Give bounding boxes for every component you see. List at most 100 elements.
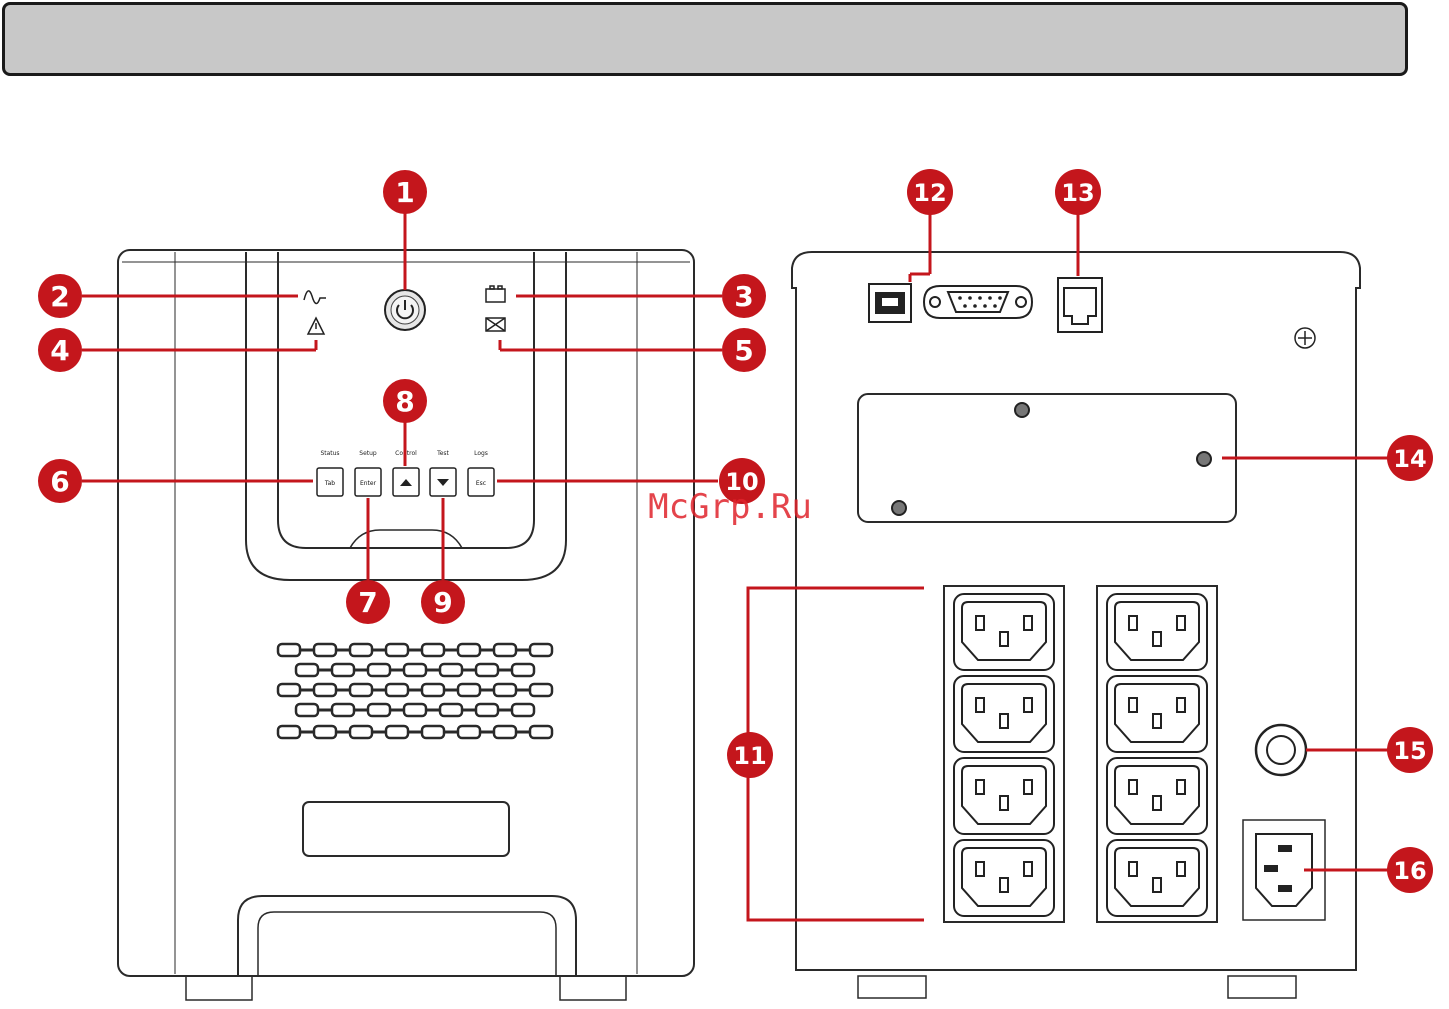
vent-slot — [458, 726, 480, 738]
callout-number-11: 11 — [733, 742, 766, 770]
vent-slot — [350, 726, 372, 738]
label-setup: Setup — [359, 450, 377, 457]
callout-number-8: 8 — [395, 385, 414, 418]
vent-slot — [368, 704, 390, 716]
callout-badge-13: 13 — [1055, 169, 1101, 215]
ground-screw — [1295, 328, 1315, 348]
vent-slot — [404, 704, 426, 716]
ac-wave-icon — [304, 291, 326, 304]
vent-slot — [440, 664, 462, 676]
callout-badge-5: 5 — [722, 328, 766, 372]
vent-slot — [404, 664, 426, 676]
vent-slot — [494, 684, 516, 696]
vent-slot — [350, 684, 372, 696]
vent-slot — [296, 664, 318, 676]
callout-badge-4: 4 — [38, 328, 82, 372]
vent-slot — [476, 664, 498, 676]
battery-fault-icon — [486, 318, 505, 331]
callout-badge-8: 8 — [383, 379, 427, 423]
vent-slot — [512, 704, 534, 716]
callout-badge-9: 9 — [421, 580, 465, 624]
vent-slot — [386, 684, 408, 696]
warning-icon — [308, 318, 324, 334]
vent-slot — [530, 684, 552, 696]
callout-badge-12: 12 — [907, 169, 953, 215]
power-button[interactable] — [385, 290, 425, 330]
esc-button-label: Esc — [476, 480, 486, 487]
vent-slot — [350, 644, 372, 656]
callout-number-12: 12 — [913, 179, 946, 207]
vent-slot — [476, 704, 498, 716]
vent-slot — [494, 726, 516, 738]
slot-screws — [892, 403, 1211, 515]
ac-input-socket[interactable] — [1256, 834, 1312, 906]
callout-number-16: 16 — [1393, 857, 1426, 885]
tab-button-label: Tab — [324, 480, 335, 487]
callout-badge-6: 6 — [38, 459, 82, 503]
callout-number-2: 2 — [50, 280, 69, 313]
callout-badge-3: 3 — [722, 274, 766, 318]
label-test: Test — [436, 450, 449, 457]
callout-badge-2: 2 — [38, 274, 82, 318]
vent-slot — [278, 684, 300, 696]
vent-slot — [314, 684, 336, 696]
ups-front-view — [118, 250, 694, 1000]
ac-outlet[interactable] — [1107, 594, 1207, 670]
callout-number-1: 1 — [395, 176, 414, 209]
label-logs: Logs — [474, 450, 488, 457]
callout-number-3: 3 — [734, 280, 753, 313]
vent-slot — [332, 664, 354, 676]
callout-badge-11: 11 — [727, 732, 773, 778]
vent-slot — [386, 726, 408, 738]
watermark: McGrp.Ru — [648, 487, 812, 527]
callout-number-9: 9 — [433, 586, 452, 619]
vent-slot — [458, 684, 480, 696]
callout-number-14: 14 — [1393, 445, 1426, 473]
vent-slot — [530, 726, 552, 738]
vent-slot — [278, 726, 300, 738]
output-outlets — [954, 594, 1207, 916]
ac-outlet[interactable] — [954, 758, 1054, 834]
vent-slot — [422, 726, 444, 738]
circuit-breaker[interactable] — [1256, 725, 1306, 775]
vent-grille — [278, 644, 552, 738]
vent-slot — [368, 664, 390, 676]
vent-slot — [314, 726, 336, 738]
vent-slot — [440, 704, 462, 716]
ac-outlet[interactable] — [1107, 840, 1207, 916]
label-status: Status — [320, 450, 339, 457]
vent-slot — [278, 644, 300, 656]
vent-slot — [314, 644, 336, 656]
ac-outlet[interactable] — [954, 594, 1054, 670]
callout-badge-14: 14 — [1387, 435, 1433, 481]
vent-slot — [296, 704, 318, 716]
ac-outlet[interactable] — [1107, 758, 1207, 834]
vent-slot — [530, 644, 552, 656]
callout-badge-16: 16 — [1387, 847, 1433, 893]
battery-icon — [486, 286, 505, 302]
ac-outlet[interactable] — [954, 840, 1054, 916]
usb-port[interactable] — [869, 284, 911, 322]
vent-slot — [386, 644, 408, 656]
callout-number-6: 6 — [50, 465, 69, 498]
callout-number-15: 15 — [1393, 737, 1426, 765]
callout-badge-7: 7 — [346, 580, 390, 624]
callout-number-4: 4 — [50, 334, 69, 367]
rs232-port[interactable] — [924, 286, 1032, 318]
vent-slot — [422, 644, 444, 656]
callout-number-13: 13 — [1061, 179, 1094, 207]
callout-number-7: 7 — [358, 586, 377, 619]
ac-outlet[interactable] — [954, 676, 1054, 752]
enter-button-label: Enter — [360, 480, 377, 487]
vent-slot — [512, 664, 534, 676]
callout-badge-15: 15 — [1387, 727, 1433, 773]
vent-slot — [422, 684, 444, 696]
vent-slot — [332, 704, 354, 716]
network-port[interactable] — [1058, 278, 1102, 332]
ac-outlet[interactable] — [1107, 676, 1207, 752]
vent-slot — [458, 644, 480, 656]
callout-number-5: 5 — [734, 334, 753, 367]
callout-badge-1: 1 — [383, 170, 427, 214]
vent-slot — [494, 644, 516, 656]
